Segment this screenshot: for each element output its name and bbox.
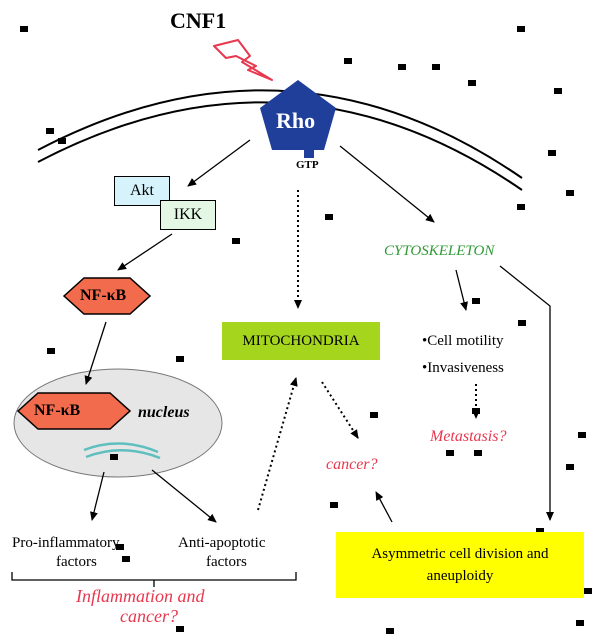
bullet-cell-motility: •Cell motility <box>422 333 504 349</box>
ikk-box: IKK <box>160 200 216 230</box>
cnf1-title: CNF1 <box>170 8 227 33</box>
inflammation-line1: Inflammation and <box>76 586 205 606</box>
pro-inflammatory-line2: factors <box>56 554 97 570</box>
nfkb-hexagon-top <box>62 277 152 315</box>
rho-pentagon <box>260 80 336 150</box>
asymmetric-division-box: Asymmetric cell division and aneuploidy <box>336 532 584 598</box>
arrow-cytoskeleton-to-motility <box>455 269 468 311</box>
arrow-cytoskeleton-to-asymmetric <box>499 265 554 521</box>
cancer-label: cancer? <box>326 456 378 473</box>
arrow-nucleus-to-antiapoptotic <box>151 469 217 523</box>
mitochondria-box: MITOCHONDRIA <box>222 322 380 360</box>
pro-inflammatory-line1: Pro-inflammatory <box>12 535 120 551</box>
arrow-rho-to-akt <box>187 139 251 187</box>
asymmetric-line1: Asymmetric cell division and <box>371 546 549 562</box>
anti-apoptotic-line2: factors <box>206 554 247 570</box>
metastasis-label: Metastasis? <box>430 428 507 445</box>
arrow-nucleus-to-proinflammatory <box>90 471 105 521</box>
lightning-bolt-icon <box>213 39 273 81</box>
bullet-invasiveness: •Invasiveness <box>422 360 504 376</box>
inflammation-line2: cancer? <box>120 606 178 626</box>
dna-strand-2 <box>85 449 161 460</box>
factors-bracket <box>11 572 297 581</box>
anti-apoptotic-line1: Anti-apoptotic <box>178 535 266 551</box>
arrow-rho-to-cytoskeleton <box>339 145 435 223</box>
gtp-label: GTP <box>296 159 319 171</box>
nfkb-nucleus-label: NF-κB <box>34 402 81 419</box>
dna-strand-1 <box>83 442 159 454</box>
arrow-asymmetric-to-cancer <box>375 491 393 523</box>
gtp-tab <box>304 149 314 158</box>
arrow-nfkb-to-nucleus <box>84 321 107 385</box>
nfkb-hexagon-nucleus <box>16 392 132 430</box>
nucleus-label: nucleus <box>138 404 190 421</box>
asymmetric-line2: aneuploidy <box>426 568 494 584</box>
arrow-antiapoptotic-to-mitochondria <box>257 377 298 511</box>
arrow-mitochondria-to-cancer <box>321 381 359 439</box>
cytoskeleton-label: CYTOSKELETON <box>384 243 495 259</box>
nfkb-top-label: NF-κB <box>80 287 127 304</box>
arrow-ikk-to-nfkb <box>117 233 173 271</box>
rho-label: Rho <box>276 108 316 133</box>
